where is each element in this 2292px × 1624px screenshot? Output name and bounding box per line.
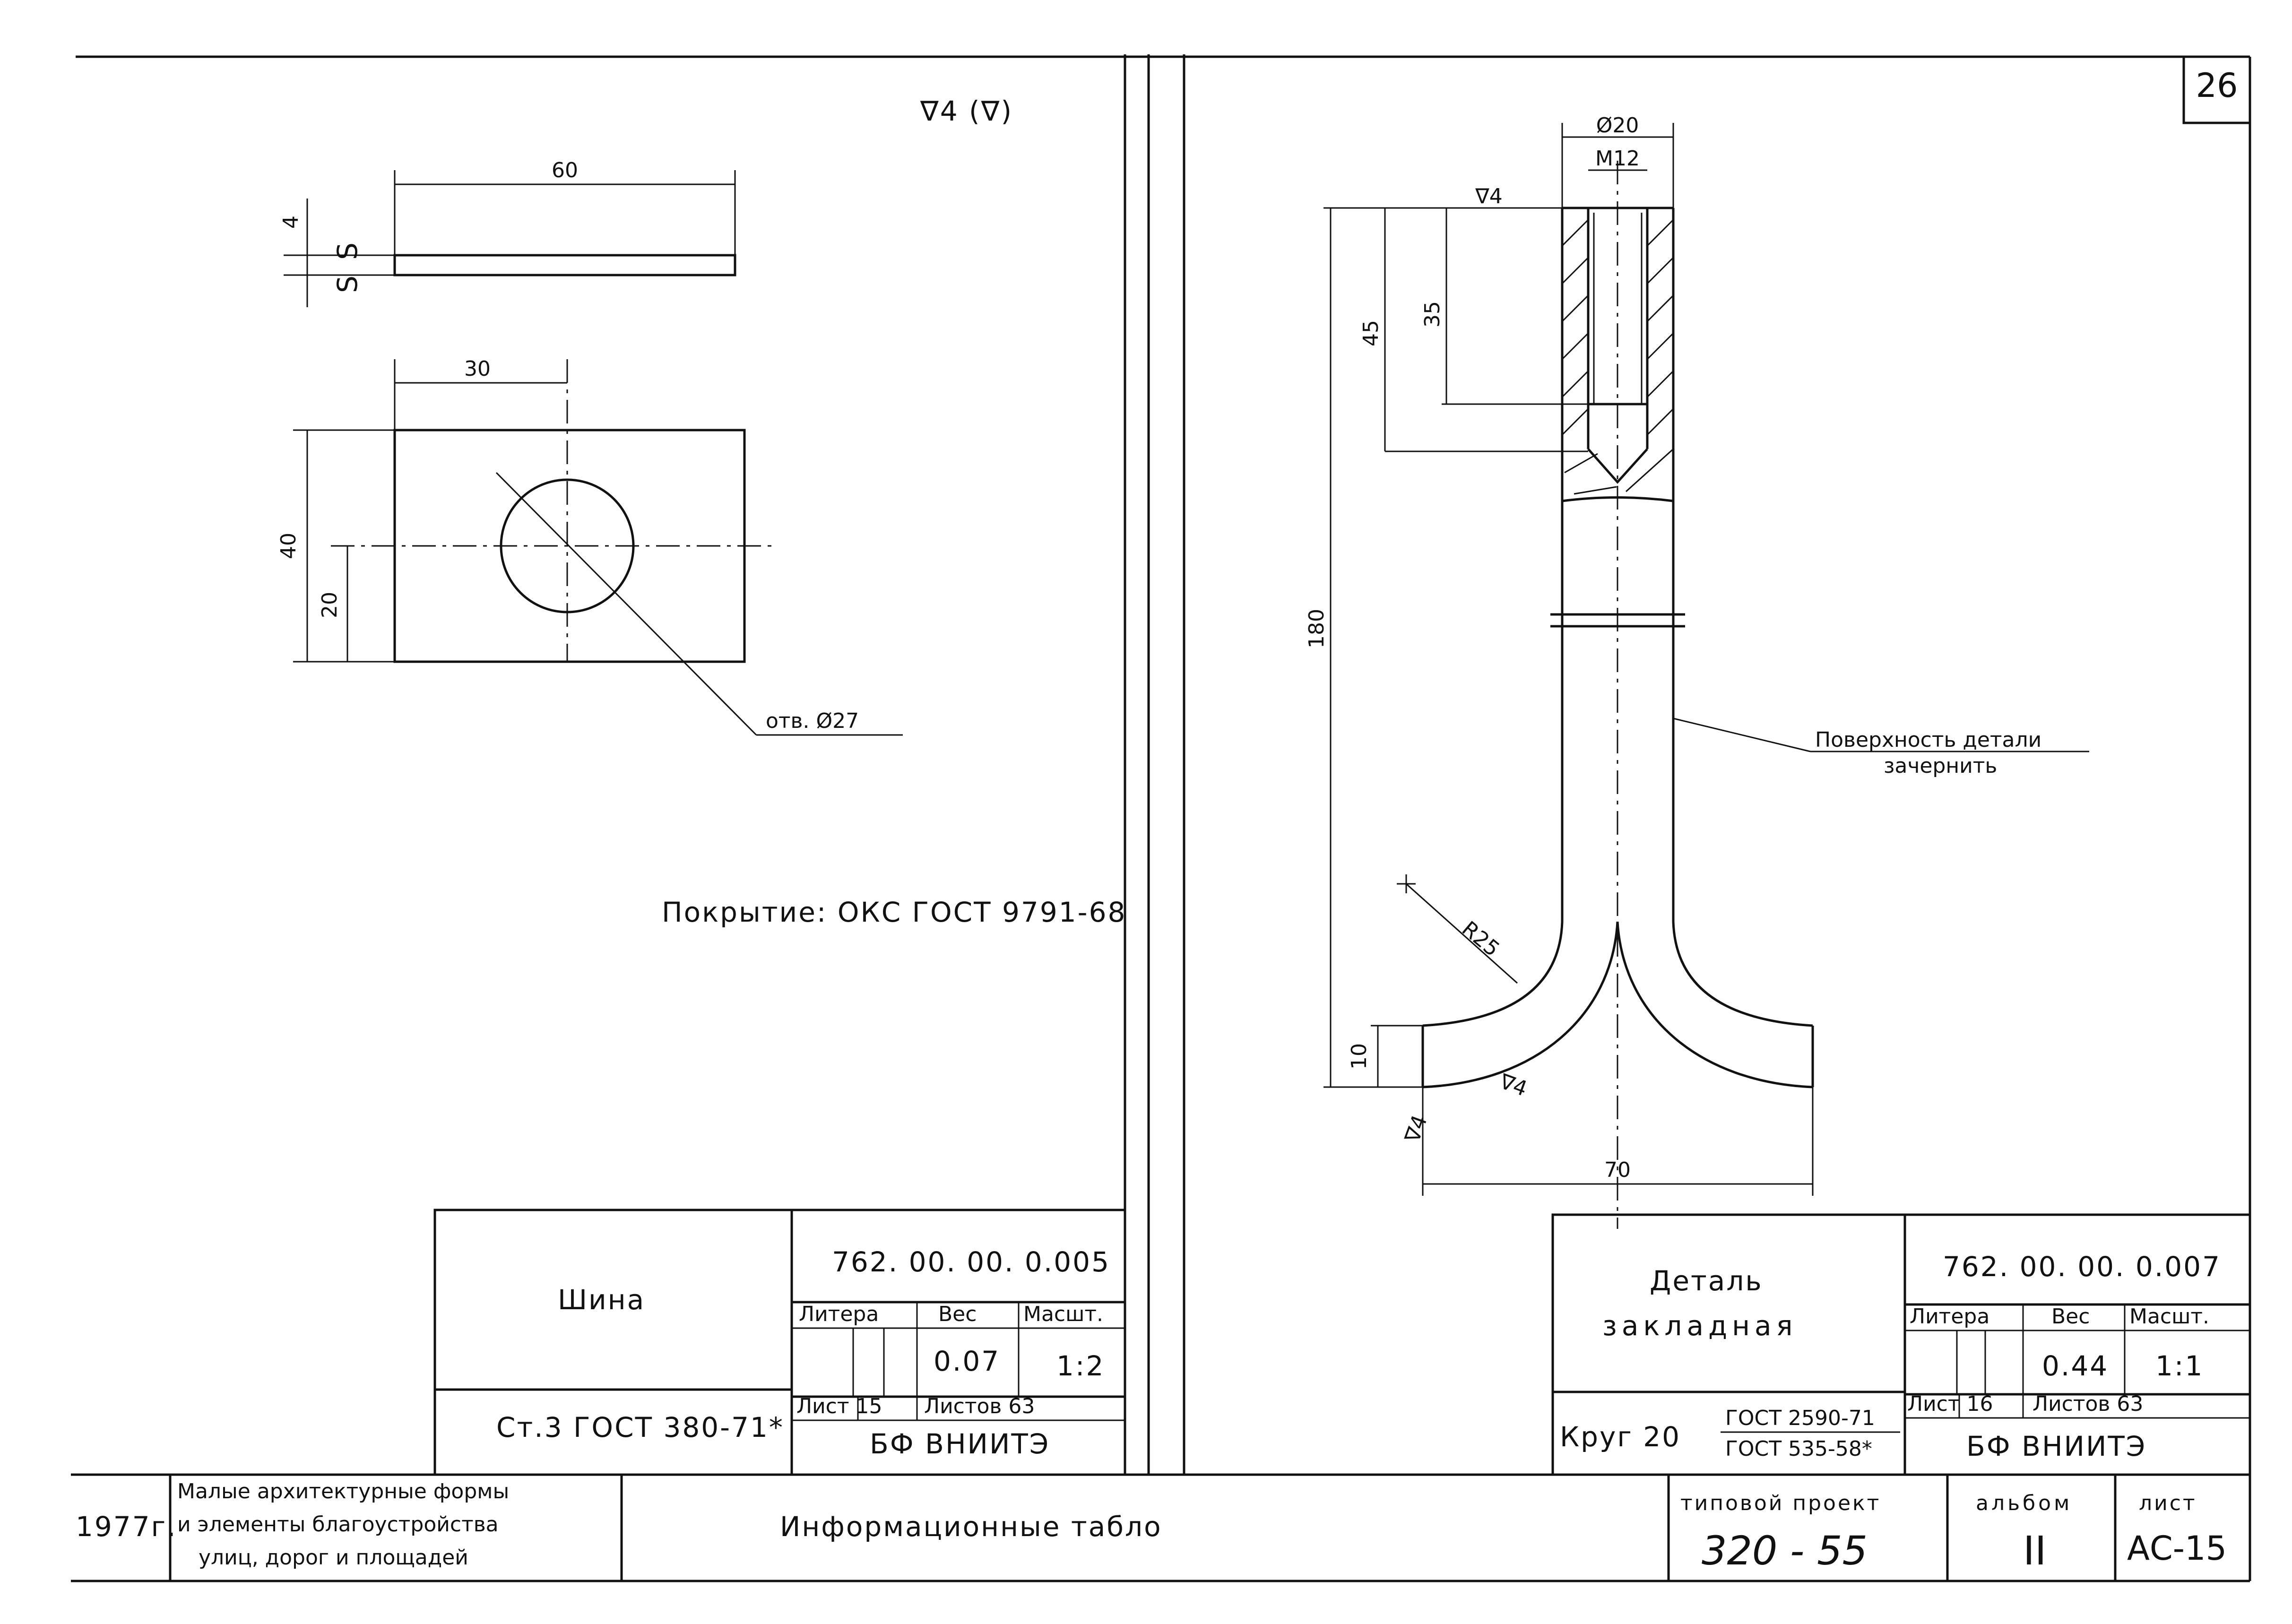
right-sheets: Листов 63 <box>2033 1392 2143 1416</box>
year: 1977г. <box>76 1511 177 1543</box>
left-weight-label: Вес <box>938 1302 977 1326</box>
album-label: альбом <box>1976 1491 2072 1515</box>
dim-4: 4 <box>279 216 303 229</box>
sheet-number: 26 <box>2196 66 2238 105</box>
surface-note-1: Поверхность детали <box>1815 728 2041 752</box>
left-weight: 0.07 <box>934 1345 1000 1377</box>
left-material: Ст.3 ГОСТ 380-71* <box>496 1411 784 1443</box>
album-number: II <box>2023 1528 2047 1574</box>
dim-20: 20 <box>318 592 342 618</box>
plate-side-view <box>393 254 736 276</box>
sheet-value: АС-15 <box>2127 1529 2227 1568</box>
section-hatch <box>1561 219 1674 495</box>
dim-45: 45 <box>1359 320 1383 346</box>
right-material-top: ГОСТ 2590-71 <box>1725 1406 1875 1430</box>
right-material-bottom: ГОСТ 535-58* <box>1725 1437 1872 1461</box>
series-line-1: Малые архитектурные формы <box>177 1479 509 1503</box>
dim-10: 10 <box>1347 1043 1371 1070</box>
dim-60: 60 <box>552 158 578 182</box>
left-org: БФ ВНИИТЭ <box>870 1428 1050 1460</box>
note-leader <box>1673 717 1811 752</box>
right-part-name-1: Деталь <box>1650 1265 1763 1297</box>
right-weight: 0.44 <box>2042 1350 2109 1382</box>
project-number: 320 - 55 <box>1702 1528 1868 1574</box>
roughness-top: ∇4 <box>1475 184 1502 208</box>
fork-left-inner <box>1422 921 1619 1088</box>
series-line-3: улиц, дорог и площадей <box>199 1546 468 1570</box>
dim-thread: М12 <box>1595 147 1640 171</box>
fork-left-outer <box>1422 921 1564 1027</box>
right-part-name-2: закладная <box>1602 1310 1797 1342</box>
right-scale-label: Масшт. <box>2129 1304 2209 1329</box>
right-title-block <box>1551 1213 2251 1476</box>
dim-30: 30 <box>464 357 491 381</box>
fork-right-outer <box>1672 921 1813 1027</box>
roughness-foot: ∇4 <box>1496 1069 1530 1101</box>
dim-40: 40 <box>277 533 301 559</box>
dim-diameter: Ø20 <box>1596 113 1639 138</box>
roughness-mark: ∇4 (∇) <box>920 95 1013 127</box>
sheet-number-box <box>2182 57 2250 124</box>
section-mark-top: S <box>331 241 363 260</box>
bottom-title-strip <box>71 1473 2250 1581</box>
left-sheet: Лист 15 <box>796 1394 882 1418</box>
right-org: БФ ВНИИТЭ <box>1966 1430 2146 1462</box>
fork-right-inner <box>1616 921 1813 1088</box>
left-litera-label: Литера <box>799 1302 879 1326</box>
right-scale: 1:1 <box>2155 1350 2204 1382</box>
roughness-bottom: ∇4 <box>1400 1112 1432 1146</box>
section-mark-bottom: S <box>331 274 363 293</box>
hole-label: отв. Ø27 <box>766 709 859 733</box>
left-scale-label: Масшт. <box>1023 1302 1103 1326</box>
dim-radius: R25 <box>1457 916 1504 961</box>
left-scale: 1:2 <box>1056 1350 1105 1382</box>
series-line-2: и элементы благоустройства <box>177 1512 499 1537</box>
project-label: типовой проект <box>1680 1491 1881 1515</box>
dim-35: 35 <box>1420 301 1444 328</box>
coating-note: Покрытие: ОКС ГОСТ 9791-68 <box>662 896 1126 928</box>
right-material-prefix: Круг 20 <box>1560 1421 1681 1453</box>
surface-note-2: зачернить <box>1884 754 1997 778</box>
right-part-code: 762. 00. 00. 0.007 <box>1943 1251 2221 1283</box>
dim-180: 180 <box>1305 609 1329 648</box>
left-part-name: Шина <box>558 1284 645 1316</box>
left-sheets: Листов 63 <box>924 1394 1035 1418</box>
radius-leader <box>1406 883 1518 984</box>
drawing-title: Информационные табло <box>780 1511 1162 1543</box>
dim-70: 70 <box>1604 1158 1631 1182</box>
right-weight-label: Вес <box>2051 1304 2090 1329</box>
left-part-code: 762. 00. 00. 0.005 <box>832 1246 1110 1278</box>
bore-tip <box>1587 448 1648 484</box>
hole-leader <box>495 472 757 736</box>
sheet-label: лист <box>2139 1491 2197 1515</box>
right-litera-label: Литера <box>1910 1304 1989 1329</box>
right-sheet: Лист 16 <box>1907 1392 1993 1416</box>
